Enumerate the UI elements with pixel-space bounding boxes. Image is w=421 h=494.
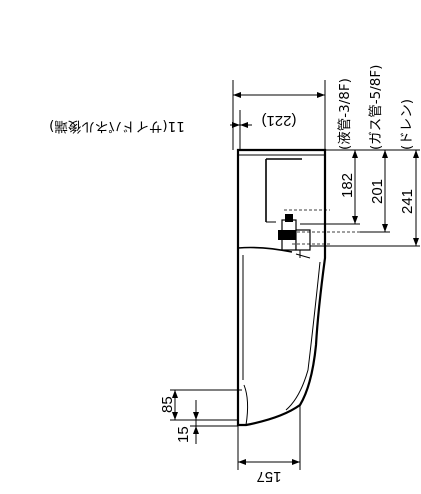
dim-201-label: 201 xyxy=(369,179,386,204)
pipe-connectors xyxy=(278,209,360,259)
drain-label: (ドレン) xyxy=(399,99,415,150)
unit-outline xyxy=(236,148,327,427)
dim-heights xyxy=(300,149,420,247)
front-panel-curve xyxy=(237,246,293,253)
dim-85-label: 85 xyxy=(159,396,176,413)
liquid-pipe-label: (液管-3/8F) xyxy=(337,78,353,150)
dim-bottom-width-label: 157 xyxy=(256,468,281,485)
internal-bracket xyxy=(265,158,302,223)
side-inner-curve xyxy=(285,261,321,411)
gas-pipe-label: (ガス管-5/8F) xyxy=(368,65,384,150)
bottom-lip xyxy=(243,384,249,426)
dim-panel-rear xyxy=(230,110,252,150)
dim-bottom-width xyxy=(237,405,301,470)
dim-241-label: 241 xyxy=(399,189,416,214)
unit-body xyxy=(236,148,327,427)
dim-top-width-label: (221) xyxy=(261,112,296,129)
dim-left-bottom xyxy=(170,389,242,444)
panel-rear-label: 11(サイドパネル後端) xyxy=(49,118,185,134)
dim-top-width xyxy=(232,80,326,150)
dim-15-label: 15 xyxy=(175,426,192,443)
dim-182-label: 182 xyxy=(339,173,356,198)
